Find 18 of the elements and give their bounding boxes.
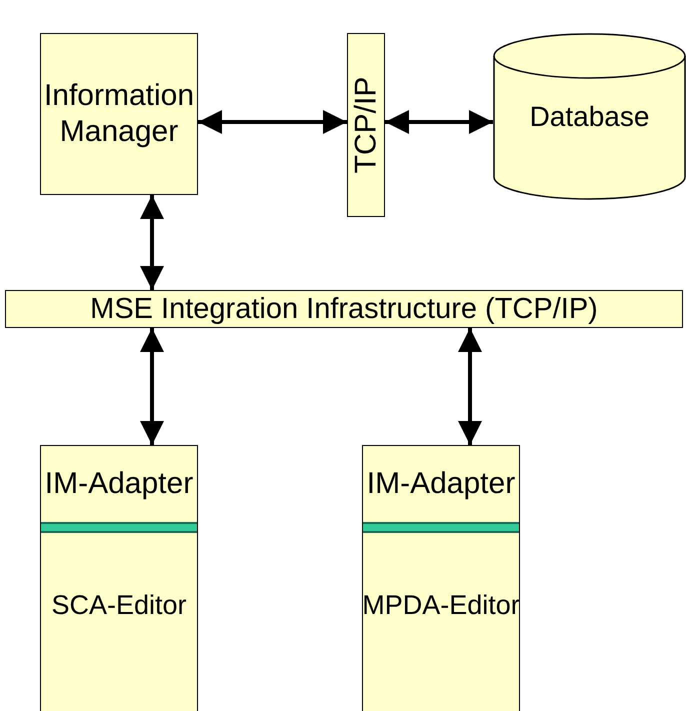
double-arrow: [458, 328, 482, 445]
component-column: [40, 445, 198, 711]
process-box: [40, 33, 198, 195]
box-label: MSE Integration Infrastructure (TCP/IP): [90, 292, 598, 326]
double-arrow: [198, 110, 347, 134]
double-arrow: [385, 110, 493, 134]
adapter-label: IM-Adapter: [44, 466, 194, 502]
component-column: [362, 445, 520, 711]
protocol-bar: [347, 33, 385, 217]
box-label: Information Manager: [42, 78, 196, 150]
bar-label: TCP/IP: [349, 76, 383, 174]
editor-label: MPDA-Editor: [362, 589, 520, 622]
editor-label: SCA-Editor: [51, 589, 187, 622]
database-label: Database: [530, 100, 650, 134]
double-arrow: [140, 328, 164, 445]
adapter-label: IM-Adapter: [366, 466, 516, 502]
double-arrow: [140, 195, 164, 290]
bus-bar: [5, 290, 683, 328]
